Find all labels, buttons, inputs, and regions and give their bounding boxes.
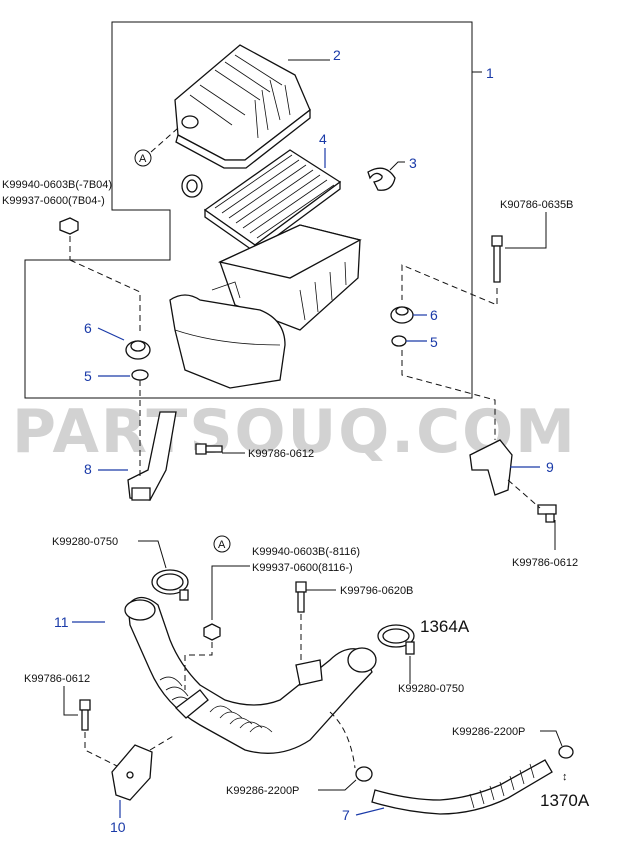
grommet-right: [390, 306, 414, 324]
callout-7: 7: [342, 807, 350, 823]
part-number-k99286-right: K99286-2200P: [452, 726, 525, 738]
duct-mount-tab: [295, 659, 323, 686]
grommet-left: [125, 340, 151, 360]
air-cleaner-case: [169, 224, 362, 389]
callout-6-right: 6: [430, 307, 438, 323]
bolt-k99796: [295, 581, 307, 613]
reference-1370a: 1370A: [540, 791, 590, 810]
callout-3: 3: [409, 155, 417, 171]
reference-a-bottom: A: [218, 539, 226, 551]
hose-clip-right: [558, 745, 574, 759]
reference-a-top: A: [139, 153, 147, 165]
part-number-k99940-top: K99940-0603B(-7B04): [2, 179, 112, 191]
callout-5-left: 5: [84, 368, 92, 384]
hose-clip-left: [355, 766, 373, 782]
callout-6-left: 6: [84, 320, 92, 336]
intake-duct: [124, 596, 377, 754]
callout-4: 4: [319, 131, 327, 147]
bolt-right: [491, 235, 503, 283]
breather-hose: [371, 759, 553, 815]
part-number-k90786: K90786-0635B: [500, 199, 573, 211]
part-number-k99786-left: K99786-0612: [24, 673, 90, 685]
nut-top-left: [59, 217, 79, 235]
reference-1364a: 1364A: [420, 617, 470, 636]
callout-10: 10: [110, 819, 126, 835]
part-number-k99786-middle: K99786-0612: [248, 448, 314, 460]
collar-left: [131, 369, 149, 381]
callout-1: 1: [486, 65, 494, 81]
hose-clamp-right: [377, 624, 415, 655]
part-number-k99280-right: K99280-0750: [398, 683, 464, 695]
part-number-k99937-bottom: K99937-0600(8116-): [252, 562, 353, 574]
nut-bottom: [203, 623, 221, 641]
callout-8: 8: [84, 461, 92, 477]
part-number-k99286-left: K99286-2200P: [226, 785, 299, 797]
part-number-k99280-left: K99280-0750: [52, 536, 118, 548]
air-cleaner-cover: [174, 44, 311, 169]
bolt-left: [79, 699, 91, 731]
callout-5-right: 5: [430, 334, 438, 350]
callout-2: 2: [333, 47, 341, 63]
bracket-9: [469, 439, 513, 496]
part-number-k99796: K99796-0620B: [340, 585, 413, 597]
grommet: [181, 174, 203, 198]
assembly-frame: [24, 21, 473, 399]
clip-part: [367, 167, 396, 191]
part-number-k99940-bottom: K99940-0603B(-8116): [252, 546, 360, 558]
bolt-right-lower: [537, 504, 557, 523]
part-number-k99786-right: K99786-0612: [512, 557, 578, 569]
callout-9: 9: [546, 459, 554, 475]
bracket-8: [127, 411, 177, 501]
collar-right: [391, 335, 407, 347]
air-filter-element: [203, 149, 342, 254]
part-number-k99937-top: K99937-0600(7B04-): [2, 195, 105, 207]
bracket-10: [111, 744, 153, 801]
callout-11: 11: [54, 614, 69, 630]
bolt-middle: [195, 443, 223, 455]
hose-clamp-left: [151, 569, 189, 601]
small-arrow-mark: ↕: [562, 771, 568, 783]
